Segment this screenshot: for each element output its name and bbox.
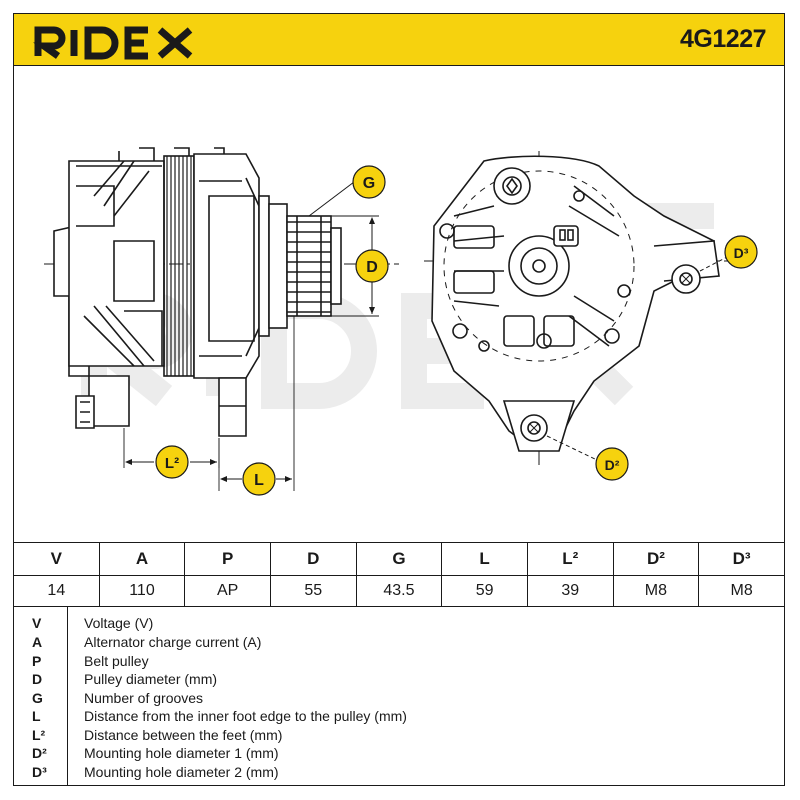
legend-description: Distance between the feet (mm): [84, 727, 283, 743]
alternator-front-view: [424, 151, 734, 466]
legend-description: Number of grooves: [84, 690, 204, 706]
spec-header-d3: D³: [698, 542, 785, 576]
spec-value-v: 14: [13, 575, 100, 607]
legend-panel: V Voltage (V) A Alternator charge curren…: [13, 606, 785, 786]
callout-d: D: [355, 249, 389, 283]
legend-item: A Alternator charge current (A): [14, 633, 774, 651]
legend-symbol: D²: [32, 745, 47, 761]
legend-symbol: G: [32, 690, 43, 706]
callout-g-label: G: [363, 175, 375, 192]
callout-d3-label: D³: [734, 245, 749, 261]
callout-l-label: L: [254, 472, 264, 489]
legend-symbol: P: [32, 653, 42, 669]
spec-value-d3: M8: [698, 575, 785, 607]
legend-description: Belt pulley: [84, 653, 149, 669]
legend-item: L Distance from the inner foot edge to t…: [14, 707, 774, 725]
spec-value-l2: 39: [526, 575, 614, 607]
legend-symbol: V: [32, 615, 42, 631]
legend-description: Voltage (V): [84, 615, 154, 631]
legend-item: P Belt pulley: [14, 652, 774, 670]
spec-value-d2: M8: [612, 575, 700, 607]
callout-l: L: [242, 462, 276, 496]
spec-value-g: 43.5: [355, 575, 443, 607]
legend-symbol: D³: [32, 764, 47, 780]
callout-d2-label: D²: [605, 457, 620, 473]
spec-header-a: A: [98, 542, 186, 576]
spec-header-g: G: [355, 542, 443, 576]
callout-g: G: [352, 165, 386, 199]
legend-symbol: L²: [32, 727, 46, 743]
legend-symbol: L: [32, 708, 41, 724]
alternator-side-view: [44, 147, 399, 491]
callout-l2: L²: [155, 445, 189, 479]
header-bar: 4G1227: [13, 13, 785, 66]
legend-description: Mounting hole diameter 1 (mm): [84, 745, 279, 761]
spec-value-p: AP: [184, 575, 271, 607]
legend-symbol: A: [32, 634, 43, 650]
callout-d-label: D: [366, 259, 378, 276]
legend-item: V Voltage (V): [14, 614, 774, 632]
callout-l2-label: L²: [165, 455, 179, 472]
ridex-logo: [33, 26, 193, 60]
legend-item: D³ Mounting hole diameter 2 (mm): [14, 763, 774, 781]
alternator-drawing: G D L² L D³ D²: [44, 147, 758, 496]
spec-header-d2: D²: [612, 542, 700, 576]
callout-d3: D³: [724, 235, 758, 269]
spec-header-l2: L²: [526, 542, 614, 576]
spec-value-l: 59: [441, 575, 528, 607]
legend-item: G Number of grooves: [14, 689, 774, 707]
legend-description: Distance from the inner foot edge to the…: [84, 708, 407, 724]
legend-item: L² Distance between the feet (mm): [14, 726, 774, 744]
spec-value-a: 110: [98, 575, 186, 607]
spec-value-d: 55: [269, 575, 357, 607]
legend-item: D² Mounting hole diameter 1 (mm): [14, 744, 774, 762]
spec-header-p: P: [184, 542, 271, 576]
technical-drawing: G D L² L D³ D²: [13, 66, 785, 542]
spec-table: V A P D G L L² D² D³ 14 110 AP 55 43.5 5…: [13, 542, 785, 607]
spec-value-row: 14 110 AP 55 43.5 59 39 M8 M8: [13, 575, 785, 607]
legend-item: D Pulley diameter (mm): [14, 670, 774, 688]
legend-description: Alternator charge current (A): [84, 634, 262, 650]
legend-divider: [67, 607, 68, 785]
spec-header-row: V A P D G L L² D² D³: [13, 542, 785, 576]
spec-header-d: D: [269, 542, 357, 576]
spec-header-l: L: [441, 542, 528, 576]
legend-description: Pulley diameter (mm): [84, 671, 218, 687]
legend-symbol: D: [32, 671, 43, 687]
legend-description: Mounting hole diameter 2 (mm): [84, 764, 279, 780]
callout-d2: D²: [595, 447, 629, 481]
part-number: 4G1227: [680, 25, 766, 53]
spec-header-v: V: [13, 542, 100, 576]
